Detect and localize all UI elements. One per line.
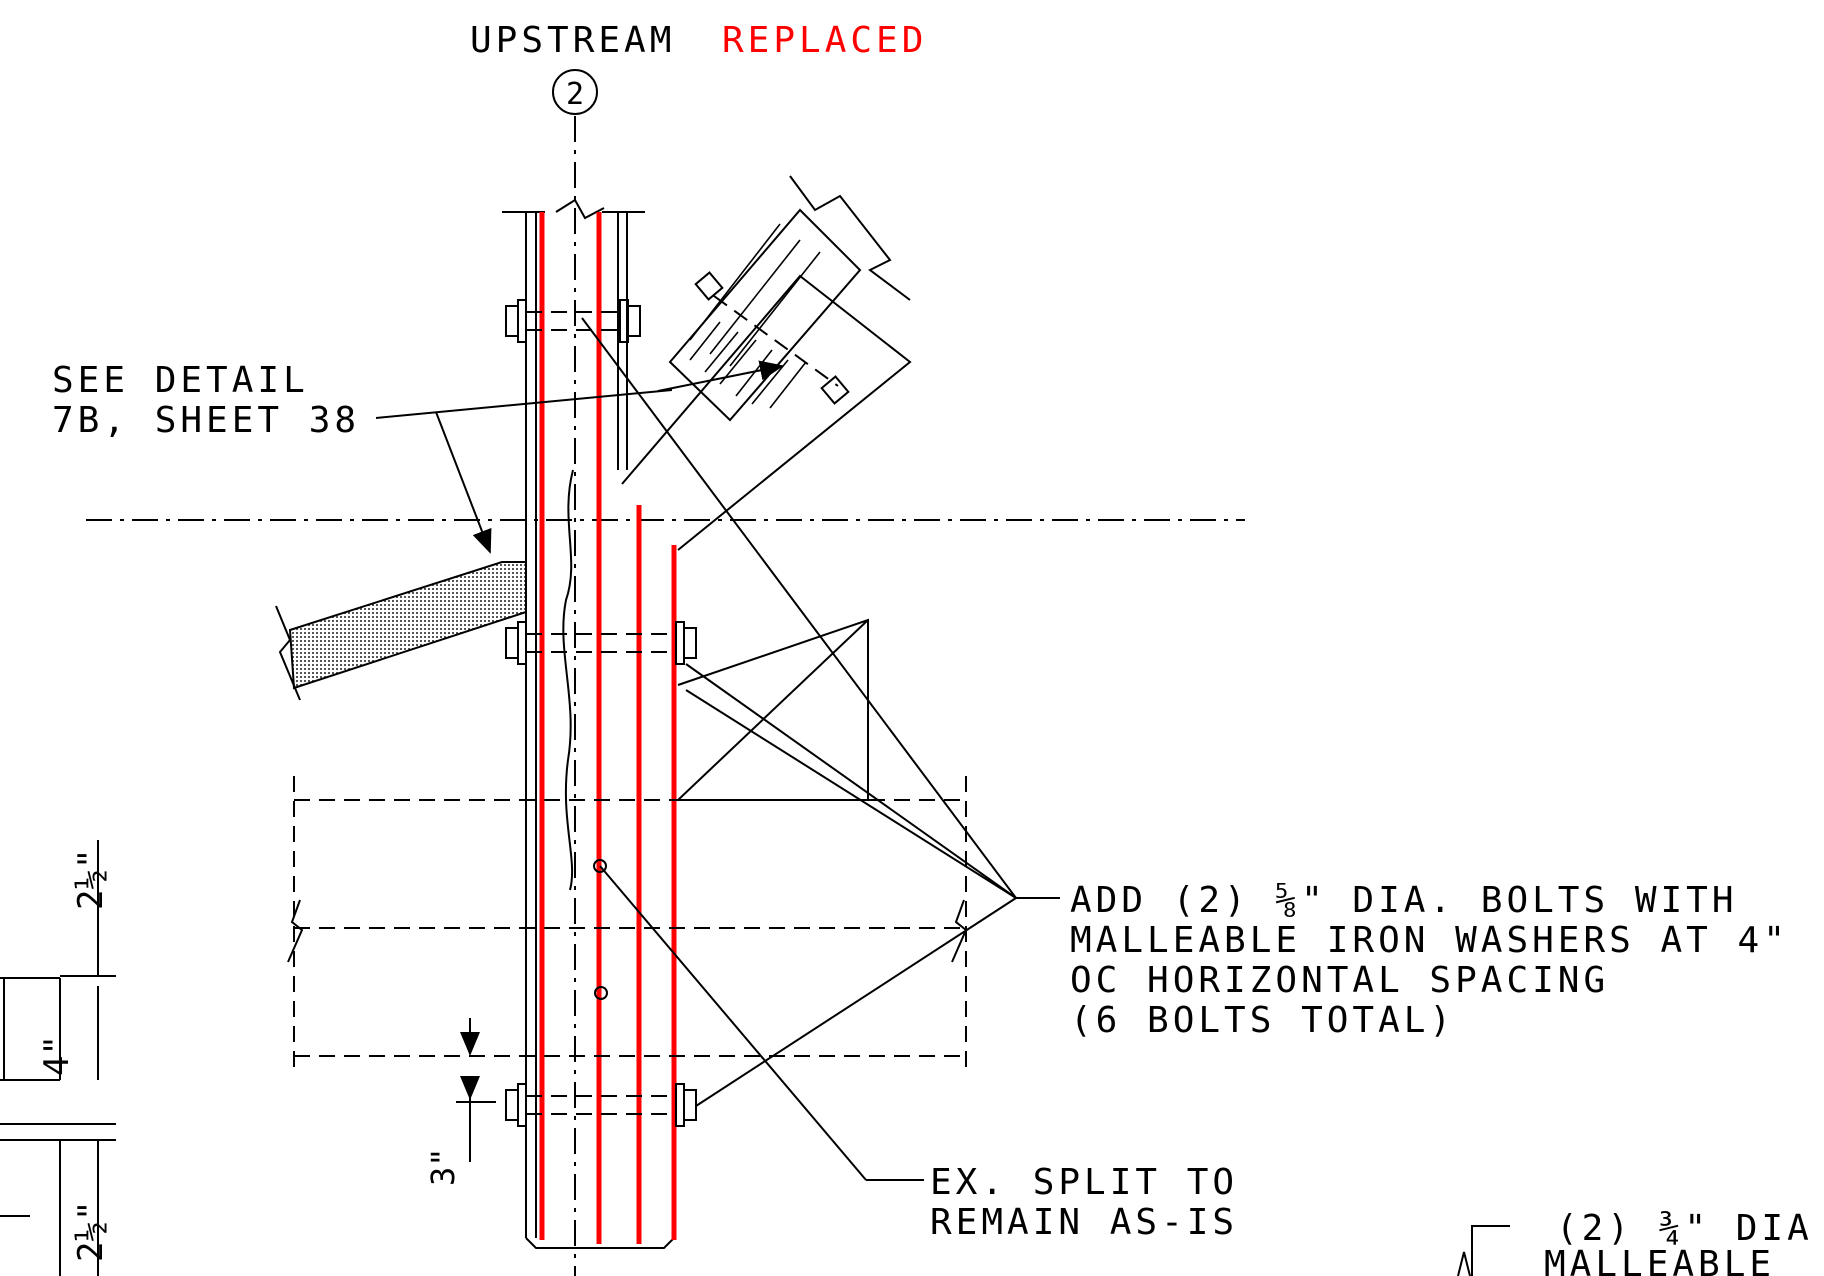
- partial-note-line1: (2) ¾" DIA: [1556, 1208, 1813, 1249]
- dim-top: 2½": [71, 849, 111, 910]
- replaced-label: REPLACED: [722, 20, 927, 61]
- bracket-triangle: [675, 618, 869, 801]
- post-outline: [502, 198, 675, 1249]
- split-note-line2: REMAIN AS-IS: [930, 1202, 1238, 1243]
- upper-brace: [621, 175, 912, 551]
- split-marker-1: [593, 859, 607, 873]
- see-detail-line1: SEE DETAIL: [52, 360, 309, 401]
- offset-dimension: [456, 1018, 496, 1162]
- partial-note-arrow: [1457, 1251, 1471, 1276]
- leader-bolts: [581, 317, 1060, 1107]
- dimension-strip: [0, 840, 116, 1276]
- leader-split: [599, 865, 924, 1181]
- bolt-top: [505, 299, 641, 343]
- bolt-bottom: [505, 1083, 697, 1127]
- callout-number: 2: [566, 77, 584, 112]
- bolts-note-line3: OC HORIZONTAL SPACING: [1070, 960, 1609, 1001]
- lower-brace: [275, 561, 527, 701]
- splice-block: [287, 776, 968, 1076]
- existing-split: [562, 469, 574, 891]
- dim-bottom: 2½": [71, 1201, 111, 1262]
- bolts-note-line4: (6 BOLTS TOTAL): [1070, 1000, 1455, 1041]
- partial-note-leader: [1471, 1225, 1510, 1276]
- replaced-members: [539, 212, 677, 1244]
- split-note-line1: EX. SPLIT TO: [930, 1162, 1238, 1203]
- dim-offset: 3": [424, 1147, 462, 1186]
- dim-middle: 4": [37, 1035, 77, 1076]
- bolts-note-line2: MALLEABLE IRON WASHERS AT 4": [1070, 920, 1789, 961]
- partial-note-line2: MALLEABLE: [1544, 1244, 1775, 1276]
- bolts-note-line1: ADD (2) ⅝" DIA. BOLTS WITH: [1070, 880, 1738, 921]
- split-marker-2: [594, 986, 608, 1000]
- upstream-label: UPSTREAM: [470, 20, 675, 61]
- see-detail-line2: 7B, SHEET 38: [52, 400, 360, 441]
- bolt-middle: [505, 621, 697, 665]
- leader-see-detail: [375, 360, 784, 554]
- callout-bubble: 2: [552, 69, 598, 115]
